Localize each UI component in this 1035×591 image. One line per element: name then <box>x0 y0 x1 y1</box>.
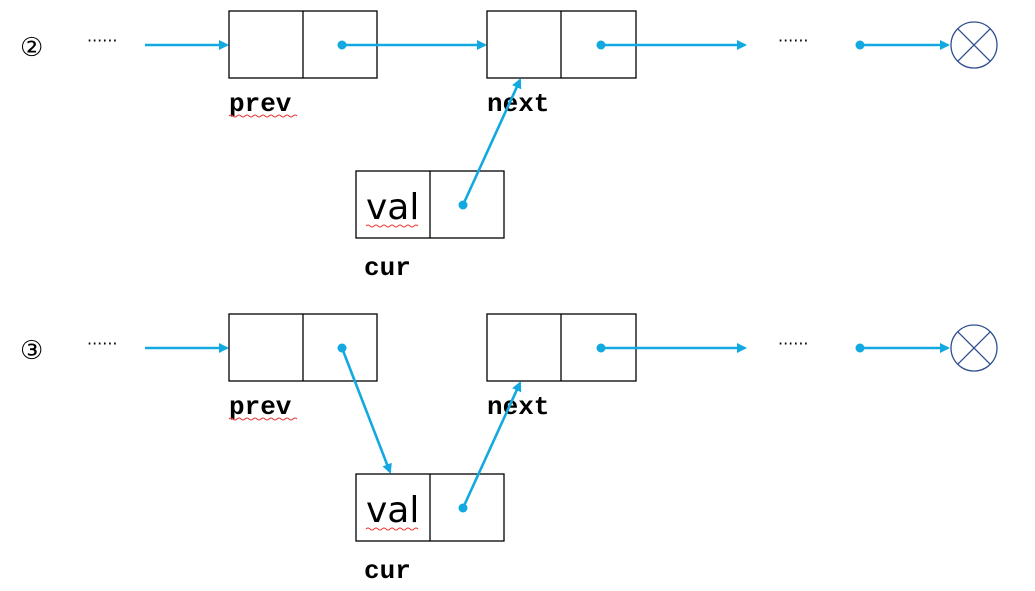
step-2-diagram: ② ······ prev next ······ <box>20 10 998 283</box>
cur-node: val <box>355 170 505 239</box>
cur-value: val <box>366 490 419 531</box>
null-circle-x-icon <box>950 324 998 372</box>
prev-to-cur-arrow <box>340 347 392 474</box>
cur-to-next-arrow <box>461 78 522 206</box>
spellcheck-underline <box>228 114 298 118</box>
null-circle-x-icon <box>950 21 998 69</box>
spellcheck-underline <box>228 417 298 421</box>
cur-label: cur <box>364 556 411 586</box>
step-3-marker: ③ <box>20 336 43 366</box>
cur-to-next-arrow <box>461 381 522 509</box>
cur-node: val <box>355 473 505 542</box>
cur-label: cur <box>364 253 411 283</box>
leading-ellipsis: ······ <box>87 334 118 353</box>
step-2-marker: ② <box>20 33 43 63</box>
next-label: next <box>487 89 549 119</box>
spellcheck-underline <box>365 224 419 228</box>
prev-node <box>228 313 378 382</box>
trailing-ellipsis: ······ <box>778 31 809 50</box>
cur-value: val <box>366 187 419 228</box>
spellcheck-underline <box>365 527 419 531</box>
step-3-diagram: ③ ······ prev next ······ <box>20 313 998 586</box>
next-label: next <box>487 392 549 422</box>
prev-label: prev <box>229 89 292 119</box>
leading-ellipsis: ······ <box>87 31 118 50</box>
prev-label: prev <box>229 392 292 422</box>
trailing-ellipsis: ······ <box>778 334 809 353</box>
